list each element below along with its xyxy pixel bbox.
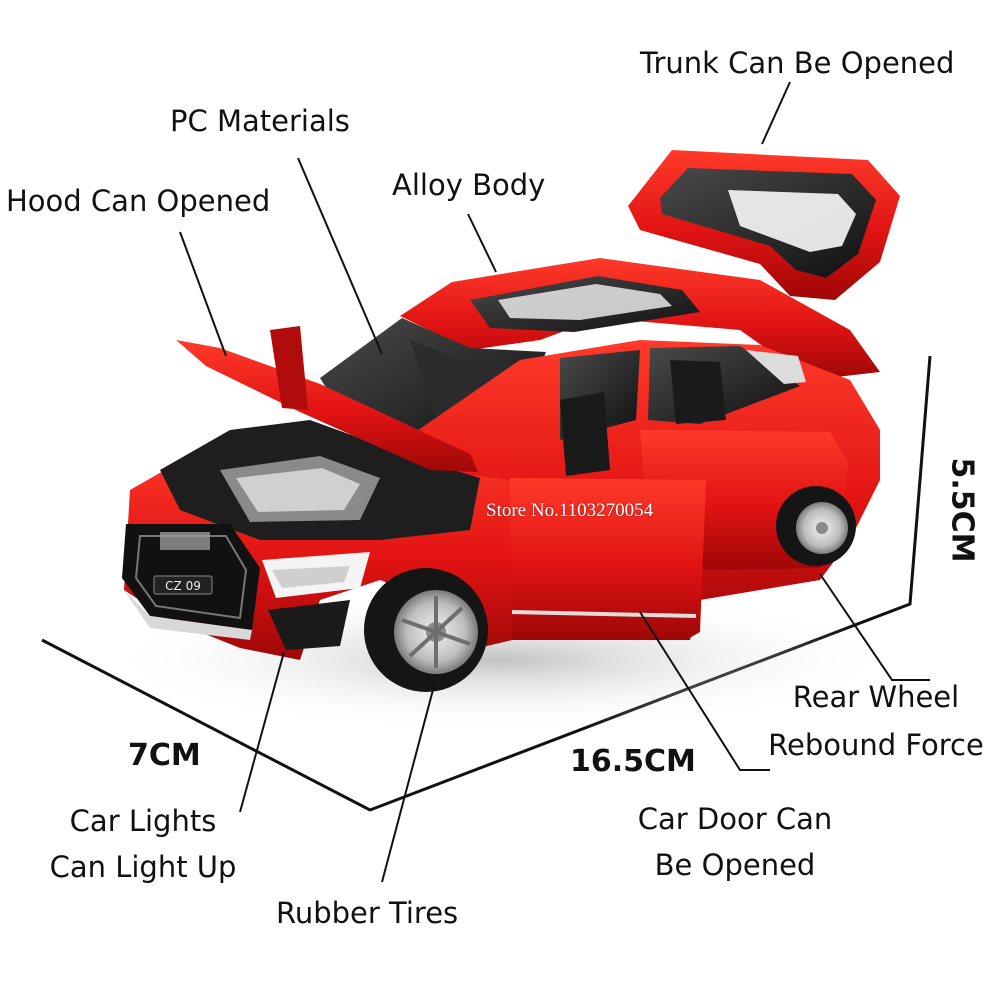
label-hood: Hood Can Opened xyxy=(6,184,271,218)
label-pc-materials: PC Materials xyxy=(170,104,350,138)
trunk-lid xyxy=(628,150,900,300)
dimension-width: 7CM xyxy=(128,738,201,773)
callout-lines xyxy=(179,81,930,883)
label-car-door-line1: Car Door Can xyxy=(637,802,833,836)
label-car-door-line2: Be Opened xyxy=(654,848,816,882)
label-rear-wheel-line2: Rebound Force xyxy=(768,728,984,762)
rear-wheel xyxy=(776,486,856,566)
label-rubber-tires: Rubber Tires xyxy=(276,896,459,930)
label-car-lights-line1: Car Lights xyxy=(69,804,217,838)
front-wheel xyxy=(364,568,488,692)
label-car-lights-line2: Can Light Up xyxy=(49,850,237,884)
plate-text: CZ 09 xyxy=(165,579,201,593)
label-rear-wheel-line1: Rear Wheel xyxy=(792,680,960,714)
label-trunk: Trunk Can Be Opened xyxy=(640,46,955,80)
dimension-height: 5.5CM xyxy=(944,457,980,563)
label-car-door: Car Door Can Be Opened xyxy=(628,802,842,882)
label-car-lights: Car Lights Can Light Up xyxy=(40,804,246,884)
car-body xyxy=(122,258,880,660)
label-alloy-body: Alloy Body xyxy=(392,168,546,202)
license-plate: CZ 09 xyxy=(153,575,213,595)
store-watermark: Store No.1103270054 xyxy=(486,500,654,521)
label-rear-wheel: Rear Wheel Rebound Force xyxy=(764,680,988,762)
dimension-length: 16.5CM xyxy=(570,744,696,779)
